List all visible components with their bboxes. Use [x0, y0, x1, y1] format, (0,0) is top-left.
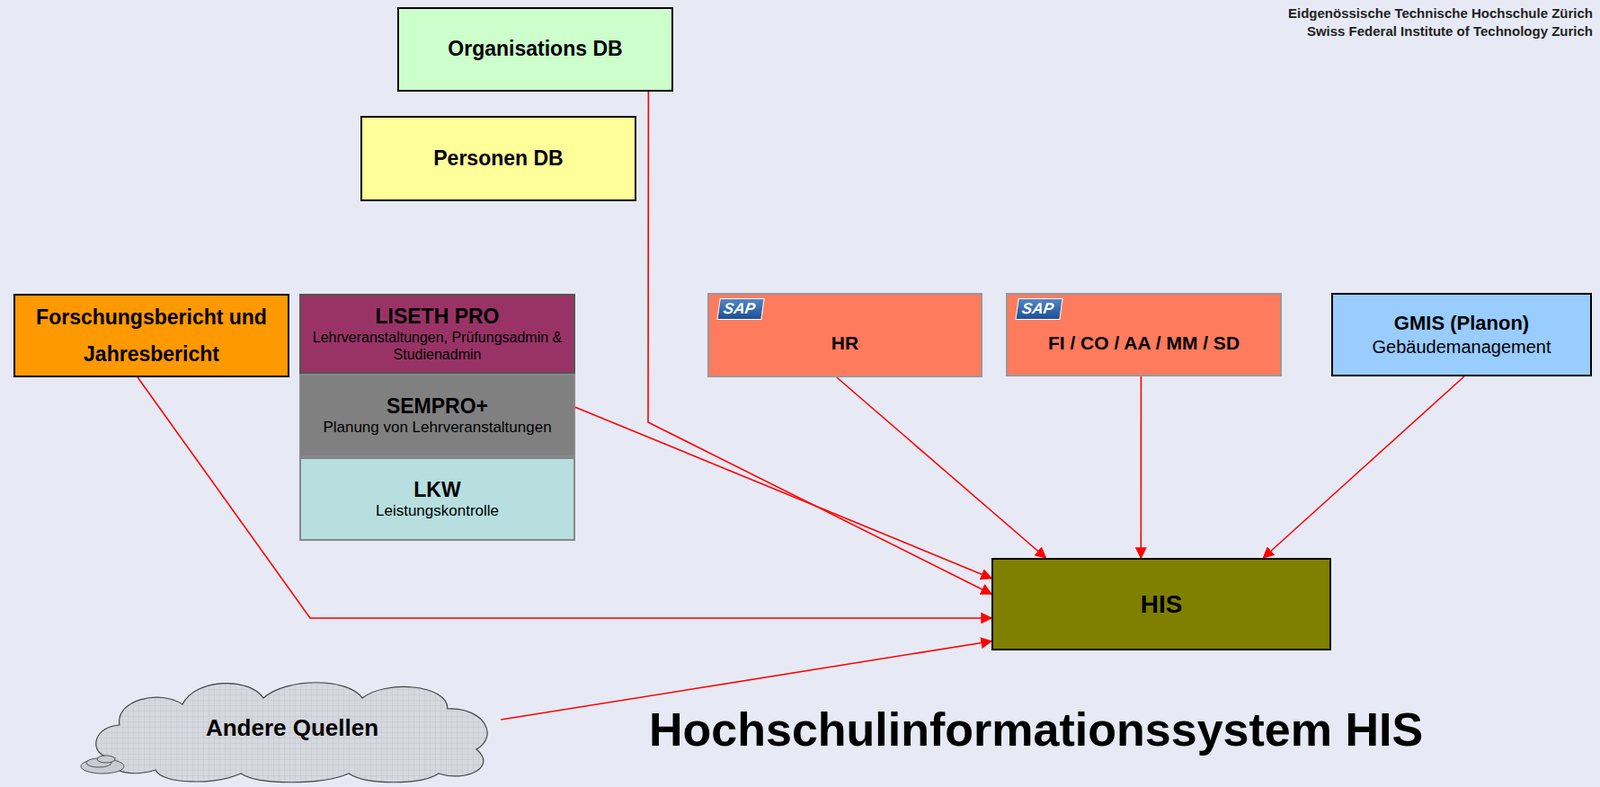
- node-heading: Andere Quellen: [205, 714, 379, 743]
- node-body: Planung von Lehrveranstaltungen: [322, 418, 552, 437]
- node-heading: HIS: [1140, 589, 1183, 621]
- cloud-outline: [96, 683, 488, 783]
- data-flow-arrow: [836, 377, 1047, 559]
- disc-symbol: [97, 755, 116, 764]
- node-heading: Forschungsbericht und Jahresbericht: [20, 299, 283, 373]
- system-box: HIS: [991, 558, 1332, 651]
- data-flow-arrow: [575, 407, 992, 578]
- institution-label: Swiss Federal Institute of Technology Zu…: [1306, 23, 1593, 39]
- data-flow-arrow: [1140, 376, 1143, 559]
- node-body: Lehrveranstaltungen, Prüfungsadmin & Stu…: [306, 328, 569, 364]
- diagram-title: Hochschulinformationssystem HIS: [648, 702, 1423, 757]
- node-heading: Organisations DB: [447, 36, 623, 63]
- logo-text: SAP: [1014, 298, 1063, 320]
- node-heading: GMIS (Planon): [1394, 311, 1529, 336]
- source-cloud: Andere Quellen: [79, 673, 506, 785]
- node-body: Leistungskontrolle: [375, 502, 499, 521]
- data-flow-arrow: [1262, 376, 1465, 559]
- node-body: HR: [831, 331, 859, 355]
- node-heading: LKW: [413, 478, 461, 504]
- logo-text: SAP: [716, 298, 765, 320]
- system-box: SEMPRO+Planung von Lehrveranstaltungen: [299, 373, 576, 458]
- institution-label: Eidgenössische Technische Hochschule Zür…: [1288, 5, 1593, 21]
- system-box: Organisations DB: [397, 7, 674, 92]
- system-box: GMIS (Planon)Gebäudemanagement: [1331, 293, 1592, 377]
- system-box: LKWLeistungskontrolle: [299, 457, 576, 542]
- node-body: Gebäudemanagement: [1371, 336, 1551, 358]
- system-box: SAP HR: [707, 293, 983, 378]
- node-heading: Personen DB: [433, 146, 563, 172]
- system-box: SAP FI / CO / AA / MM / SD: [1005, 293, 1282, 377]
- system-box: Forschungsbericht und Jahresbericht: [13, 293, 290, 378]
- node-heading: SEMPRO+: [386, 394, 489, 420]
- node-body: FI / CO / AA / MM / SD: [1048, 331, 1240, 355]
- node-heading: LISETH PRO: [374, 304, 499, 330]
- data-flow-arrow: [648, 91, 992, 595]
- system-box: LISETH PROLehrveranstaltungen, Prüfungsa…: [299, 293, 576, 374]
- system-box: Personen DB: [360, 115, 637, 202]
